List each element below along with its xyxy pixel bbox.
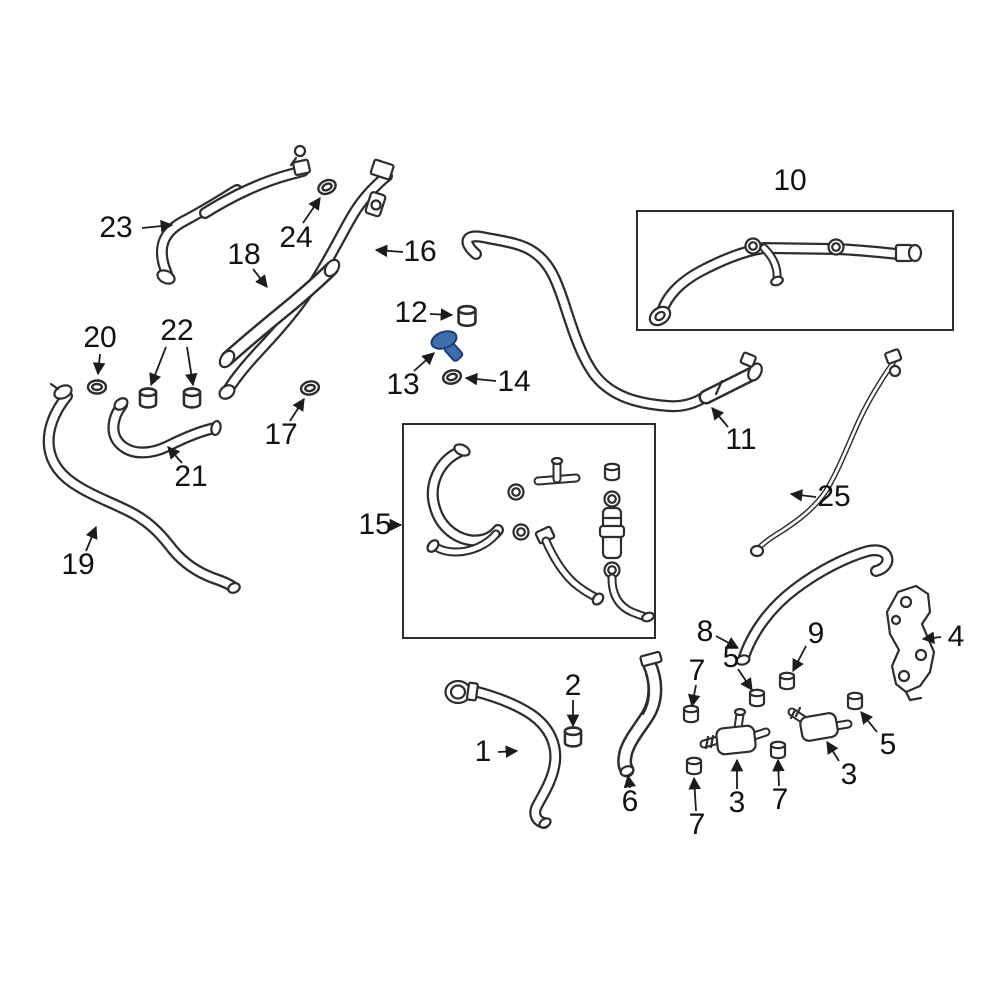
callout-24: 24 [279, 221, 313, 254]
callout-19: 19 [61, 548, 95, 581]
callout-5: 5 [879, 728, 897, 761]
part-15-hose-kit [426, 443, 655, 623]
leader-line-20 [92, 353, 106, 376]
callout-3: 3 [728, 786, 746, 819]
callout-5: 5 [722, 641, 740, 674]
part-15-box [402, 423, 656, 639]
callout-25: 25 [817, 480, 851, 513]
callout-3: 3 [840, 758, 858, 791]
leader-line-23 [141, 219, 174, 233]
part-3-valve-right [791, 706, 848, 742]
leader-line-7 [687, 684, 701, 708]
part-9-grommet [778, 671, 796, 691]
part-23-hose-assembly [155, 144, 312, 285]
part-13-highlighted-sensor [430, 330, 464, 362]
leader-line-21 [167, 446, 183, 464]
leader-line-19 [85, 525, 98, 552]
callout-16: 16 [403, 235, 437, 268]
part-18-pipe [218, 258, 341, 369]
leader-line-8 [715, 635, 740, 649]
part-24-seal-ring [314, 176, 340, 198]
callout-6: 6 [621, 785, 639, 818]
part-8-hose [735, 550, 888, 666]
part-11-hose-connector [467, 236, 763, 406]
leader-line-9 [792, 645, 807, 673]
part-3-valve-left [704, 707, 766, 756]
callout-7: 7 [688, 654, 706, 687]
part-10-box [636, 210, 954, 331]
leader-line-13 [413, 352, 435, 372]
leader-line-7 [688, 776, 701, 812]
callout-17: 17 [264, 418, 298, 451]
part-2-grommet [563, 726, 583, 748]
part-10-hose-assembly [648, 237, 923, 327]
leader-line-22 [185, 346, 198, 387]
callout-8: 8 [696, 615, 714, 648]
callout-14: 14 [497, 365, 531, 398]
callout-12: 12 [394, 296, 428, 329]
callout-13: 13 [386, 368, 420, 401]
part-19-hose [49, 382, 241, 594]
leader-line-16 [374, 244, 404, 258]
part-4-bracket [885, 584, 936, 702]
callout-overlay [85, 196, 954, 812]
callout-1: 1 [474, 735, 492, 768]
leader-line-5 [737, 668, 753, 692]
part-21-hose [112, 397, 222, 453]
callout-7: 7 [688, 808, 706, 841]
leader-line-11 [711, 407, 729, 428]
part-25-pipe [749, 348, 903, 558]
leader-line-12 [429, 308, 454, 321]
part-17-seal-ring [298, 378, 322, 398]
part-12-cap [457, 304, 477, 328]
part-5-grommets [748, 688, 864, 711]
part-20-seal-ring [86, 379, 108, 395]
leader-line-7 [772, 758, 785, 787]
part-14-oring [440, 367, 464, 387]
leader-line-17 [289, 397, 305, 422]
leader-line-18 [252, 268, 268, 288]
leader-line-14 [464, 372, 497, 386]
callout-15: 15 [358, 508, 392, 541]
callout-22: 22 [160, 314, 194, 347]
leader-line-22 [149, 346, 167, 387]
part-16-pipe [218, 158, 395, 400]
callout-20: 20 [83, 321, 117, 354]
leader-line-6 [623, 774, 637, 789]
callout-21: 21 [174, 460, 208, 493]
callout-10: 10 [773, 164, 807, 197]
part-1-hose [444, 679, 556, 829]
leader-line-24 [302, 196, 321, 224]
part-22-grommets [138, 387, 202, 409]
leader-line-25 [789, 489, 817, 502]
callout-7: 7 [771, 783, 789, 816]
leader-line-1 [497, 745, 519, 758]
leader-line-4 [921, 631, 942, 645]
leader-line-3 [826, 740, 840, 762]
callout-18: 18 [227, 238, 261, 271]
part-6-hose [619, 650, 663, 778]
callout-2: 2 [564, 669, 582, 702]
leader-line-5 [860, 711, 878, 733]
callout-11: 11 [725, 423, 757, 456]
callout-23: 23 [99, 211, 133, 244]
callout-4: 4 [947, 620, 965, 653]
callout-9: 9 [807, 617, 825, 650]
